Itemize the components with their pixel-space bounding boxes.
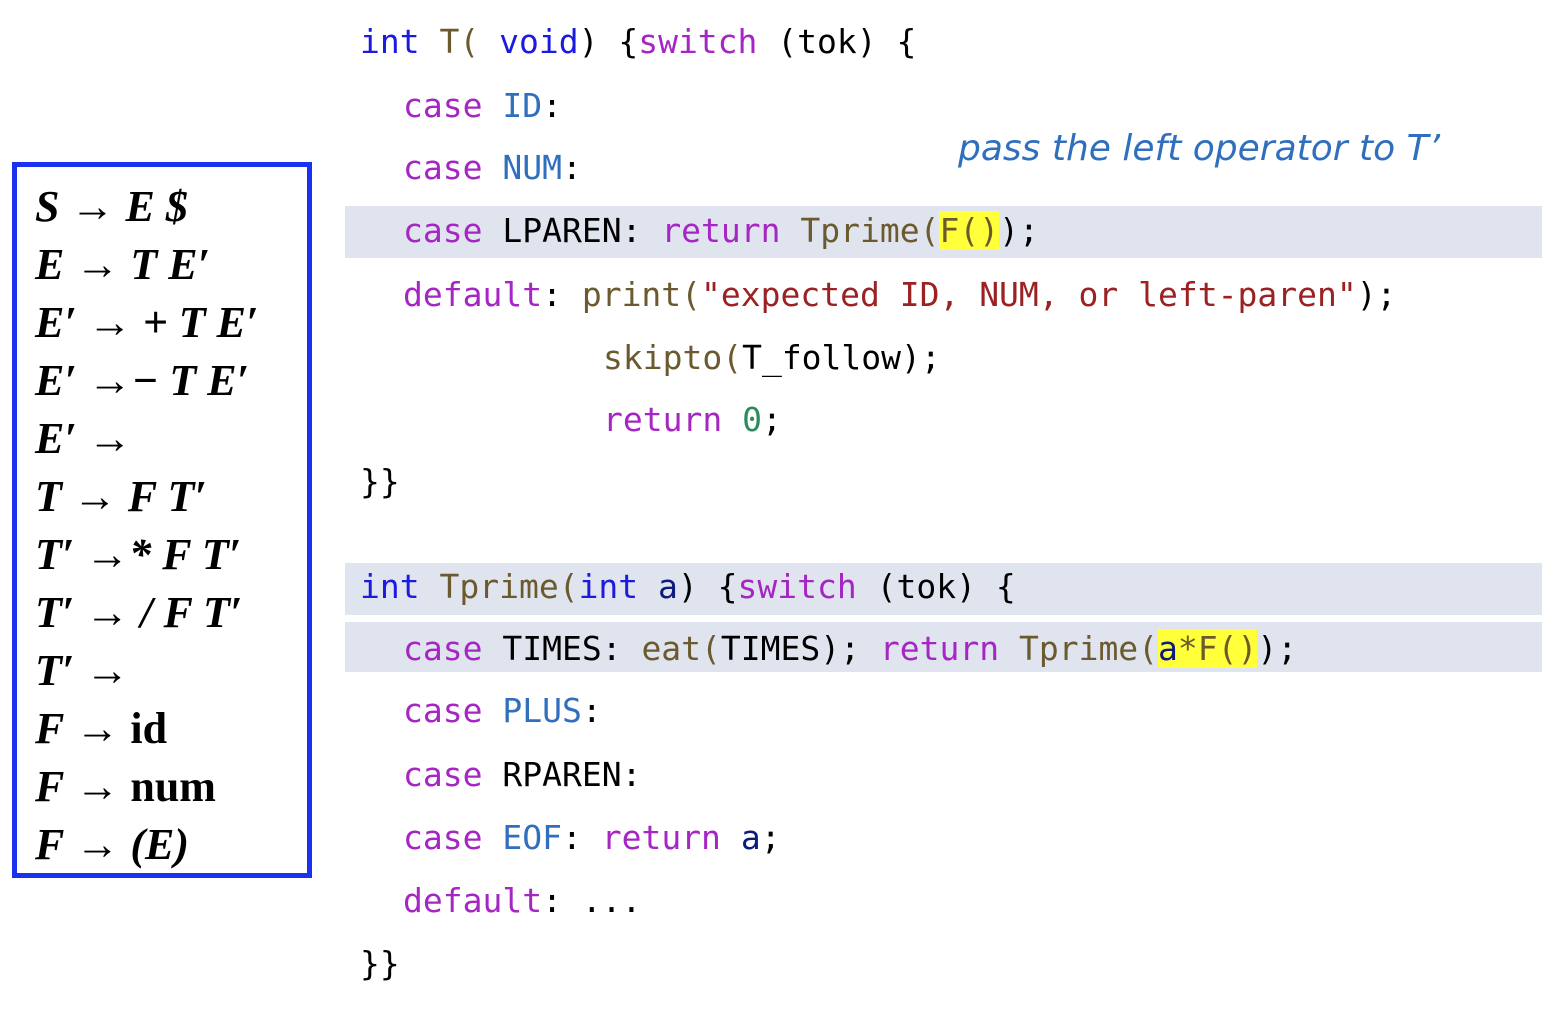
highlight-band (345, 563, 1542, 615)
grammar-rule: E′ → (35, 414, 132, 463)
grammar-rule: E → T E′ (35, 240, 210, 289)
code-line: skipto(T_follow); (603, 338, 941, 377)
code-line: }} (360, 462, 400, 501)
code-line: case NUM: (403, 148, 582, 187)
code-line: return 0; (603, 400, 782, 439)
code-line: default: ... (403, 881, 642, 920)
code-line: case RPAREN: (403, 755, 642, 794)
highlight-band (345, 622, 1542, 672)
grammar-rule: F → num (35, 762, 216, 811)
grammar-rule: T → F T′ (35, 472, 207, 521)
code-line: int Tprime(int a) {switch (tok) { (360, 567, 1016, 606)
code-line: }} (360, 944, 400, 983)
highlighted-expression: a*F() (1158, 629, 1258, 668)
code-line: case TIMES: eat(TIMES); return Tprime(a*… (403, 629, 1298, 668)
annotation-text: pass the left operator to T’ (958, 128, 1441, 169)
grammar-rule: T′ → (35, 646, 130, 695)
code-line: case ID: (403, 86, 562, 125)
grammar-rule: E′ → + T E′ (35, 298, 259, 347)
code-line: case PLUS: (403, 691, 602, 730)
grammar-box: S → E $ E → T E′ E′ → + T E′ E′ →− T E′ … (12, 162, 312, 878)
code-line: case EOF: return a; (403, 818, 781, 857)
grammar-rule: F → id (35, 704, 168, 753)
grammar-rule: F → (E) (35, 820, 190, 869)
code-line: int T( void) {switch (tok) { (360, 22, 917, 61)
grammar-rule: E′ →− T E′ (35, 356, 249, 405)
grammar-rule: S → E $ (35, 182, 188, 231)
highlighted-expression: F() (939, 211, 1000, 250)
code-line: default: print("expected ID, NUM, or lef… (403, 275, 1397, 314)
code-line: case LPAREN: return Tprime(F()); (403, 211, 1039, 250)
grammar-rule: T′ → / F T′ (35, 588, 243, 637)
grammar-rule: T′ →* F T′ (35, 530, 242, 579)
